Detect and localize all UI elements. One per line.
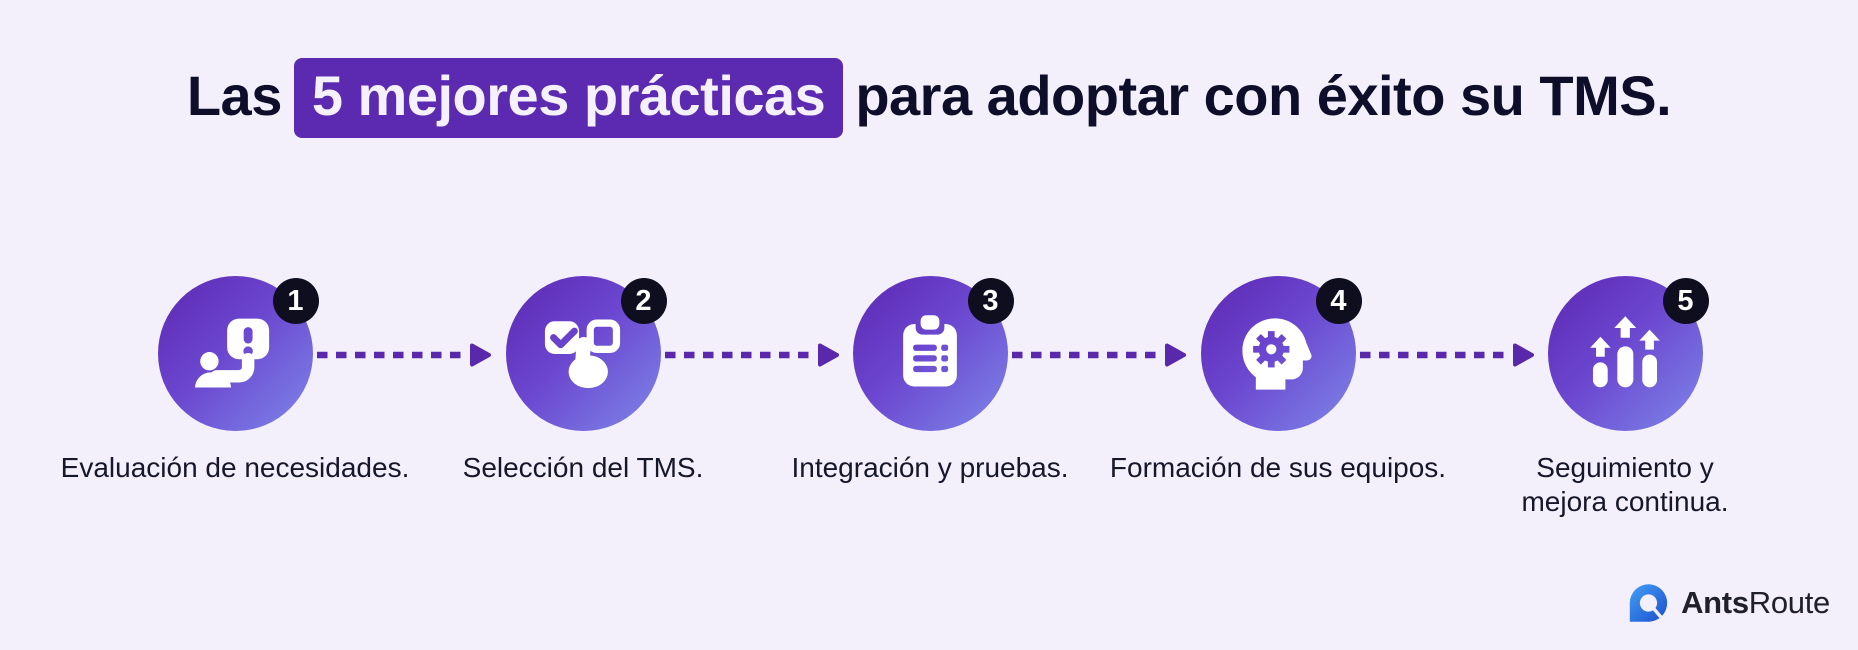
antsroute-logo-text: AntsRoute [1681,585,1830,621]
title-suffix: para adoptar con éxito su TMS. [855,64,1672,127]
logo-text-bold: Ants [1681,585,1749,620]
step-4: 4 Formación de sus equipos. [1088,276,1468,485]
connector-arrow-1 [317,343,491,367]
growth-bars-icon [1590,315,1660,387]
step-5-badge: 5 [1662,278,1709,324]
step-3-label: Integración y pruebas. [791,452,1069,483]
step-2-label: Selección del TMS. [462,452,704,483]
step-1: 1 Evaluación de necesidades. [45,276,425,485]
step-3-circle: 3 [852,276,1014,431]
step-5-label: Seguimiento y mejora continua. [1521,452,1729,517]
step-4-circle: 4 [1200,276,1362,431]
connector-arrow-4 [1360,343,1534,367]
step-3-badge: 3 [967,278,1014,324]
head-gear-icon [1242,317,1312,390]
clipboard-list-icon [903,314,957,386]
step-4-label: Formación de sus equipos. [1109,452,1447,483]
checkbox-tap-icon [544,319,621,388]
logo-text-regular: Route [1748,585,1831,620]
person-alert-bubble-icon [194,318,270,387]
antsroute-mark-icon [1629,584,1668,622]
step-2-circle: 2 [505,276,667,431]
title-highlight: 5 mejores prácticas [293,58,844,138]
connector-arrow-3 [1012,343,1186,367]
step-3: 3 Integración y pruebas. [740,276,1120,485]
step-1-badge: 1 [272,278,319,324]
step-2-badge: 2 [620,278,667,324]
step-1-circle: 1 [157,276,319,431]
step-4-badge: 4 [1315,278,1362,324]
step-1-label: Evaluación de necesidades. [60,452,410,483]
antsroute-logo: AntsRoute [1625,580,1830,626]
step-5-circle: 5 [1547,276,1709,431]
title-prefix: Las [186,64,283,127]
step-5: 5 Seguimiento y mejora continua. [1495,276,1755,518]
connector-arrow-2 [665,343,839,367]
step-2: 2 Selección del TMS. [393,276,773,485]
